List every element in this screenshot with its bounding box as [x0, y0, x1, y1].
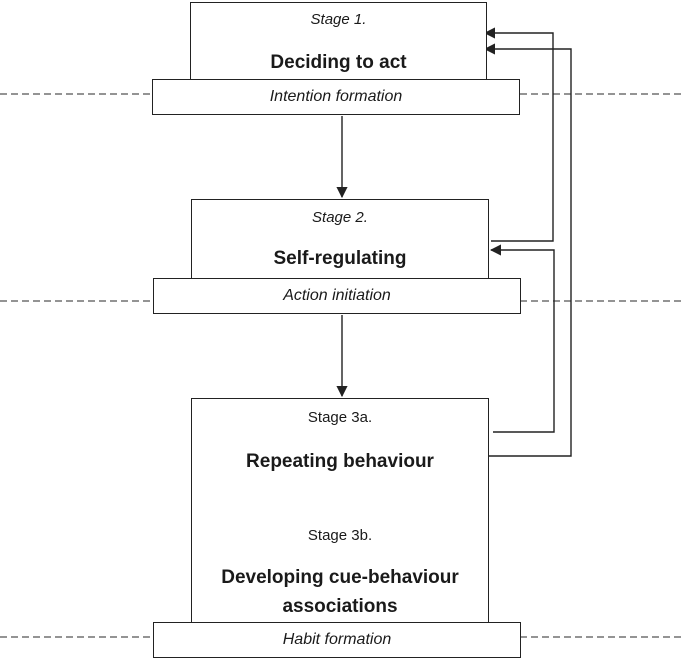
stage2-band: Action initiation	[153, 278, 521, 314]
stage1-band-label: Intention formation	[269, 88, 403, 105]
feedback-stage2-to-stage1	[483, 27, 554, 242]
stage3a-title: Repeating behaviour	[246, 451, 434, 472]
feedback-stage3a-to-stage1	[483, 43, 572, 457]
stage2-band-label: Action initiation	[283, 287, 391, 304]
stage3b-title-line2: associations	[282, 596, 398, 617]
stage2-label: Stage 2.	[312, 209, 368, 226]
stage3-band: Habit formation	[153, 622, 521, 658]
stage1-label: Stage 1.	[310, 11, 367, 28]
feedback-stage3a-to-stage2	[489, 244, 555, 433]
dashed-boundaries	[0, 93, 685, 638]
stage1-band: Intention formation	[152, 79, 520, 115]
stage1-box: Stage 1. Deciding to act	[190, 2, 487, 80]
stage3a-label: Stage 3a.	[307, 409, 373, 426]
stage3-band-label: Habit formation	[282, 631, 392, 648]
stage2-title: Self-regulating	[273, 248, 407, 269]
stage3b-label: Stage 3b.	[307, 527, 373, 544]
stage3-box: Stage 3a. Repeating behaviour Stage 3b. …	[191, 398, 489, 624]
stage2-box: Stage 2. Self-regulating	[191, 199, 489, 279]
stage1-title: Deciding to act	[270, 52, 407, 73]
stage3b-title-line1: Developing cue-behaviour	[221, 567, 459, 588]
